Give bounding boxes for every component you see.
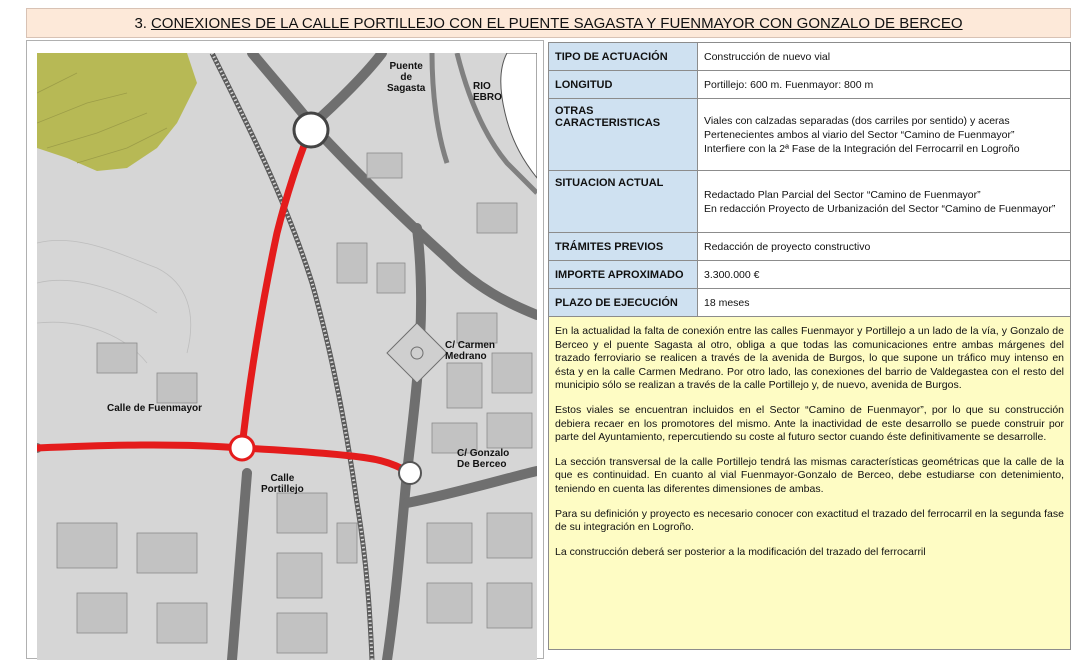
description-paragraph: En la actualidad la falta de conexión en… <box>555 325 1064 392</box>
route-portillejo <box>238 134 311 452</box>
label-gonzalo-berceo: C/ Gonzalo De Berceo <box>457 448 510 470</box>
green-area <box>37 53 197 171</box>
row-label: SITUACION ACTUAL <box>548 170 698 233</box>
label-calle-fuenmayor: Calle de Fuenmayor <box>107 403 203 414</box>
row-value: Viales con calzadas separadas (dos carri… <box>697 98 1071 171</box>
table-row: PLAZO DE EJECUCIÓN 18 meses <box>548 288 1071 317</box>
table-row: TIPO DE ACTUACIÓN Construcción de nuevo … <box>548 42 1071 71</box>
page-title-bar: 3. CONEXIONES DE LA CALLE PORTILLEJO CON… <box>26 8 1071 38</box>
description-paragraph: Estos viales se encuentran incluidos en … <box>555 403 1064 444</box>
row-value-line: Portillejo: 600 m. Fuenmayor: 800 m <box>704 78 874 91</box>
page-title: CONEXIONES DE LA CALLE PORTILLEJO CON EL… <box>150 14 963 32</box>
junction-portillejo <box>228 434 256 462</box>
info-table: TIPO DE ACTUACIÓN Construcción de nuevo … <box>548 42 1071 317</box>
junction-sagasta <box>292 111 330 149</box>
route-fuenmayor <box>37 441 246 452</box>
description-paragraph: La construcción deberá ser posterior a l… <box>555 545 926 558</box>
label-rio-ebro: RIO EBRO <box>473 81 502 103</box>
row-value-line: Construcción de nuevo vial <box>704 50 831 63</box>
row-value-line: 3.300.000 € <box>704 268 760 281</box>
table-row: SITUACION ACTUAL Redactado Plan Parcial … <box>548 170 1071 233</box>
row-value: Portillejo: 600 m. Fuenmayor: 800 m <box>697 70 1071 99</box>
proposed-routes <box>37 134 414 477</box>
row-value-line: Redactado Plan Parcial del Sector “Camin… <box>704 188 981 201</box>
row-value-line: Pertenecientes ambos al viario del Secto… <box>704 128 1015 141</box>
route-gonzalo <box>238 444 414 477</box>
label-calle-portillejo: Calle Portillejo <box>261 473 304 495</box>
row-value-line: Redacción de proyecto constructivo <box>704 240 871 253</box>
row-value: Redactado Plan Parcial del Sector “Camin… <box>697 170 1071 233</box>
row-value: 18 meses <box>697 288 1071 317</box>
section-number: 3. <box>134 14 147 32</box>
row-label: LONGITUD <box>548 70 698 99</box>
table-row: OTRAS CARACTERISTICAS Viales con calzada… <box>548 98 1071 171</box>
row-label: PLAZO DE EJECUCIÓN <box>548 288 698 317</box>
description-paragraph: La sección transversal de la calle Porti… <box>555 455 1064 495</box>
row-label: IMPORTE APROXIMADO <box>548 260 698 289</box>
junction-gonzalo <box>398 461 422 485</box>
row-value-line: En redacción Proyecto de Urbanización de… <box>704 202 1056 215</box>
map-drawing <box>37 53 537 660</box>
river-ebro <box>500 53 537 179</box>
description-paragraph: Para su definición y proyecto es necesar… <box>555 507 1064 534</box>
row-value-line: Interfiere con la 2ª Fase de la Integrac… <box>704 142 1020 155</box>
row-label: TRÁMITES PREVIOS <box>548 232 698 261</box>
row-value: 3.300.000 € <box>697 260 1071 289</box>
row-value-line: Viales con calzadas separadas (dos carri… <box>704 114 1010 127</box>
table-row: IMPORTE APROXIMADO 3.300.000 € <box>548 260 1071 289</box>
table-row: LONGITUD Portillejo: 600 m. Fuenmayor: 8… <box>548 70 1071 99</box>
label-carmen-medrano: C/ Carmen Medrano <box>445 340 496 362</box>
row-value: Construcción de nuevo vial <box>697 42 1071 71</box>
row-value-line: 18 meses <box>704 296 750 309</box>
map-frame: Puente de Sagasta RIO EBRO C/ Carmen Med… <box>26 40 544 660</box>
label-puente-sagasta: Puente de Sagasta <box>387 61 426 94</box>
row-label: OTRAS CARACTERISTICAS <box>548 98 698 171</box>
description-box: En la actualidad la falta de conexión en… <box>548 317 1071 650</box>
table-row: TRÁMITES PREVIOS Redacción de proyecto c… <box>548 232 1071 261</box>
info-panel: TIPO DE ACTUACIÓN Construcción de nuevo … <box>548 42 1071 659</box>
row-label: TIPO DE ACTUACIÓN <box>548 42 698 71</box>
location-map: Puente de Sagasta RIO EBRO C/ Carmen Med… <box>37 53 537 660</box>
row-value: Redacción de proyecto constructivo <box>697 232 1071 261</box>
